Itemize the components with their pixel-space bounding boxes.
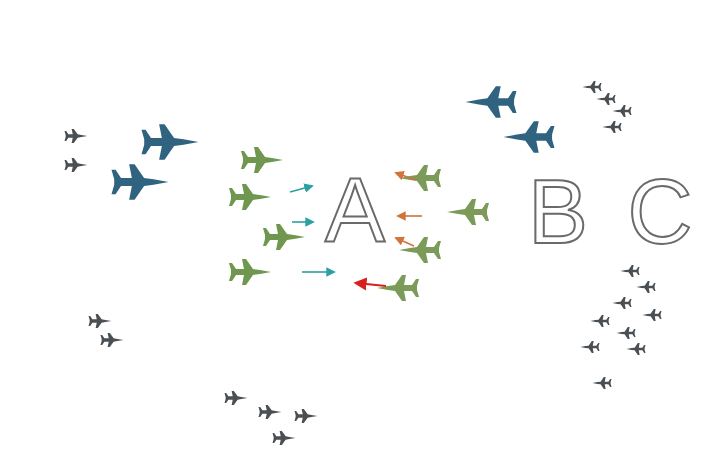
zone-c-ellipse: CBA bbox=[12, 8, 705, 454]
zone-a-ellipse: A bbox=[160, 95, 545, 355]
opposing-jets bbox=[377, 165, 489, 301]
zone-letter: B bbox=[528, 167, 588, 257]
zone-letter: A bbox=[325, 165, 385, 255]
zone-b-ellipse: BA bbox=[95, 58, 625, 402]
zone-letter: C bbox=[628, 167, 693, 257]
friendly-jets bbox=[229, 147, 305, 285]
reserve-jets bbox=[65, 81, 662, 445]
